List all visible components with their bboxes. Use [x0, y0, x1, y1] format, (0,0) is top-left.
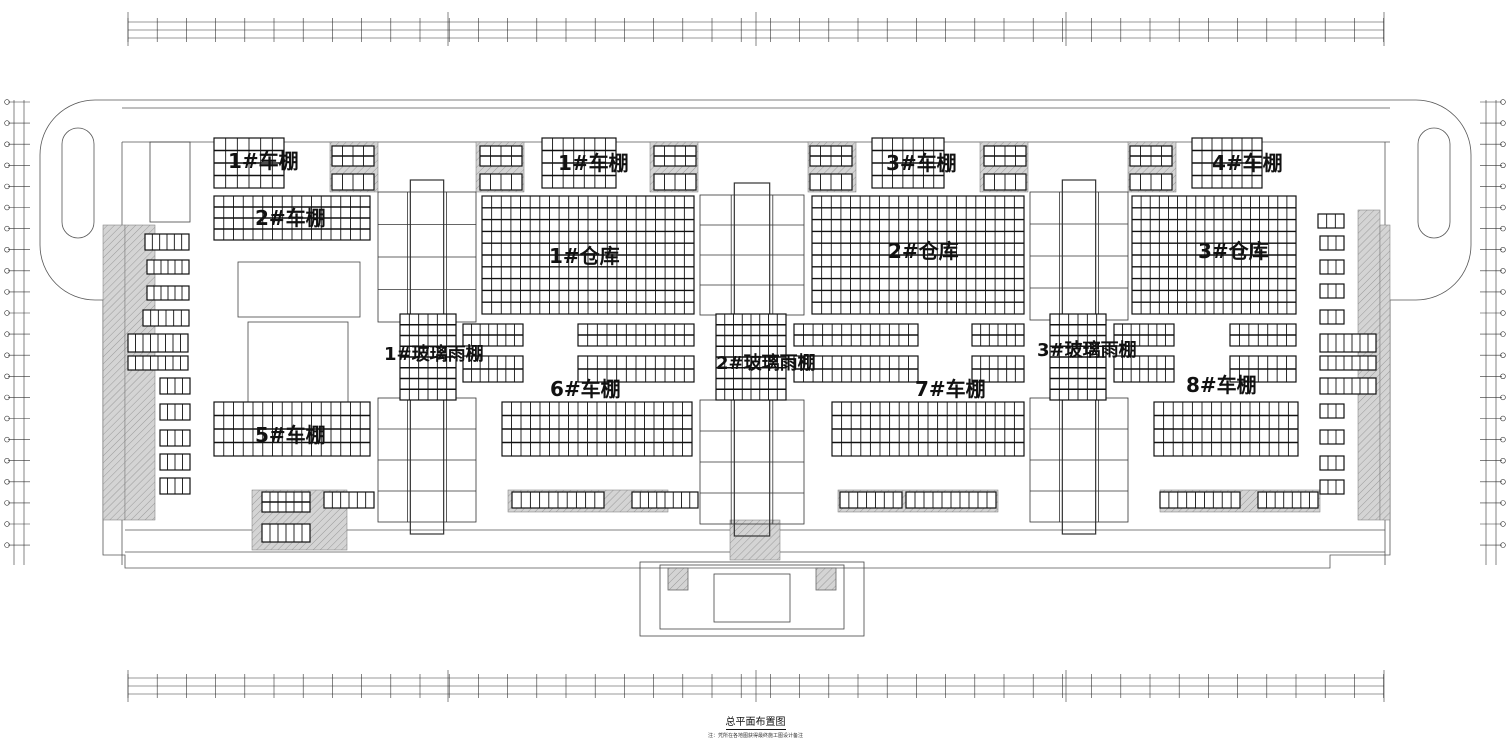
left-service-building [149, 141, 361, 403]
label-warehouse-2: 2#仓库 [888, 239, 959, 263]
label-canopy-5: 5#车棚 [255, 423, 326, 447]
zone-labels: 1#车棚 2#车棚 1#车棚 3#车棚 4#车棚 5#车棚 6#车棚 7#车棚 … [228, 149, 1283, 447]
label-glass-canopy-2: 2#玻璃雨棚 [716, 352, 816, 374]
bottom-dimension-chain [127, 670, 1385, 702]
label-canopy-1: 1#车棚 [228, 149, 299, 173]
circulation-cores [377, 179, 1129, 537]
drawing-title: 总平面布置图 [725, 713, 786, 730]
label-canopy-3-top: 1#车棚 [558, 151, 629, 175]
label-canopy-4: 4#车棚 [1212, 151, 1283, 175]
label-canopy-7: 7#车棚 [915, 377, 986, 401]
label-canopy-8: 8#车棚 [1186, 373, 1257, 397]
top-dimension-chain [127, 12, 1385, 46]
label-warehouse-1: 1#仓库 [549, 244, 620, 268]
label-warehouse-3: 3#仓库 [1198, 239, 1269, 263]
label-canopy-6: 6#车棚 [550, 377, 621, 401]
label-canopy-3: 3#车棚 [886, 151, 957, 175]
right-axis-chain [1480, 99, 1506, 565]
entrance-plaza [639, 561, 865, 637]
drawing-note: 注：凭所在各地图获得最终施工图设计备注 [707, 733, 803, 739]
solar-panel-arrays [127, 137, 1377, 543]
label-canopy-2: 2#车棚 [255, 206, 326, 230]
label-glass-canopy-1: 1#玻璃雨棚 [384, 343, 484, 365]
left-axis-chain [4, 99, 30, 565]
label-glass-canopy-3: 3#玻璃雨棚 [1037, 339, 1137, 361]
